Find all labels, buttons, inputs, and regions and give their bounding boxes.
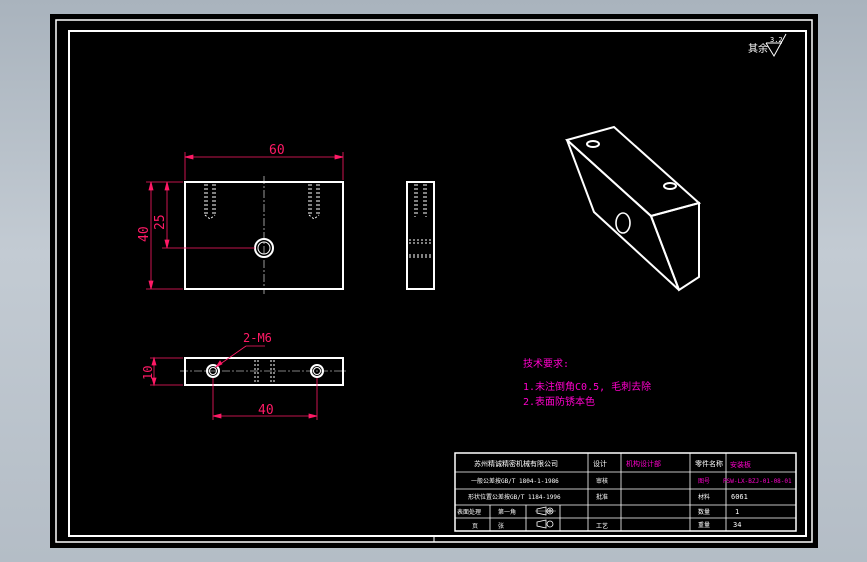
surface-value-text: 3.2 [770,36,783,44]
surface-roughness-symbol: 其余 3.2 [748,33,787,57]
dim-width-60: 60 [269,143,285,158]
tb-row4-b: 第一角 [498,508,516,516]
drawing-canvas: 其余 3.2 [55,19,813,543]
tech-note-0: 技术要求: [523,357,569,370]
top-view [180,357,348,386]
front-dimensions [146,152,344,290]
dim-spacing-40: 40 [258,403,274,418]
dim-thickness-10: 10 [141,366,155,380]
tb-lbl-audit: 审核 [596,477,608,485]
tb-val-material: 6061 [731,493,748,501]
tech-note-1: 1.未注倒角C0.5, 毛刺去除 [523,380,651,393]
isometric-view [564,125,702,292]
side-view [406,181,435,290]
dim-holes-note: 2-M6 [243,331,272,345]
front-view [184,176,344,294]
tb-lbl-name: 零件名称 [695,459,723,468]
dim-height-25: 25 [153,214,168,230]
tb-row5-b: 张 [498,522,504,530]
tb-val-weight: 34 [733,521,741,529]
title-block: 苏州精诚精密机械有限公司 一般公差按GB/T 1804-1-1986 形状位置公… [454,452,797,532]
tb-lbl-weight: 重量 [698,521,710,529]
tb-val-qty: 1 [735,508,739,516]
tb-row3: 形状位置公差按GB/T 1184-1996 [468,493,561,501]
drawing-sheet: 其余 3.2 [50,14,818,548]
sheet-symbol [536,519,554,529]
dim-height-40: 40 [137,226,152,242]
inner-frame [68,30,807,537]
tb-company: 苏州精诚精密机械有限公司 [474,459,558,468]
top-dimensions [150,345,318,420]
tb-val-drawno: PSW-LX-BZJ-01-08-01 [723,478,792,485]
tb-row5-a: 页 [472,523,478,530]
tb-row4-a: 表面处理 [457,508,481,516]
tb-lbl-design: 设计 [593,459,607,468]
tb-lbl-approve: 批准 [596,493,608,501]
tb-lbl-drawno: 图号 [698,478,710,485]
surface-mark-text: 其余 [748,42,768,55]
tb-lbl-process: 工艺 [596,522,608,530]
tb-lbl-qty: 数量 [698,508,710,516]
projection-symbol [535,506,556,516]
tb-row2: 一般公差按GB/T 1804-1-1986 [471,477,559,485]
tb-lbl-material: 材料 [698,493,710,501]
tech-note-2: 2.表面防锈本色 [523,395,595,408]
tb-val-design: 机构设计部 [626,459,661,468]
tb-val-name: 安装板 [730,460,751,469]
tech-notes: 技术要求: 1.未注倒角C0.5, 毛刺去除 2.表面防锈本色 [523,357,651,408]
